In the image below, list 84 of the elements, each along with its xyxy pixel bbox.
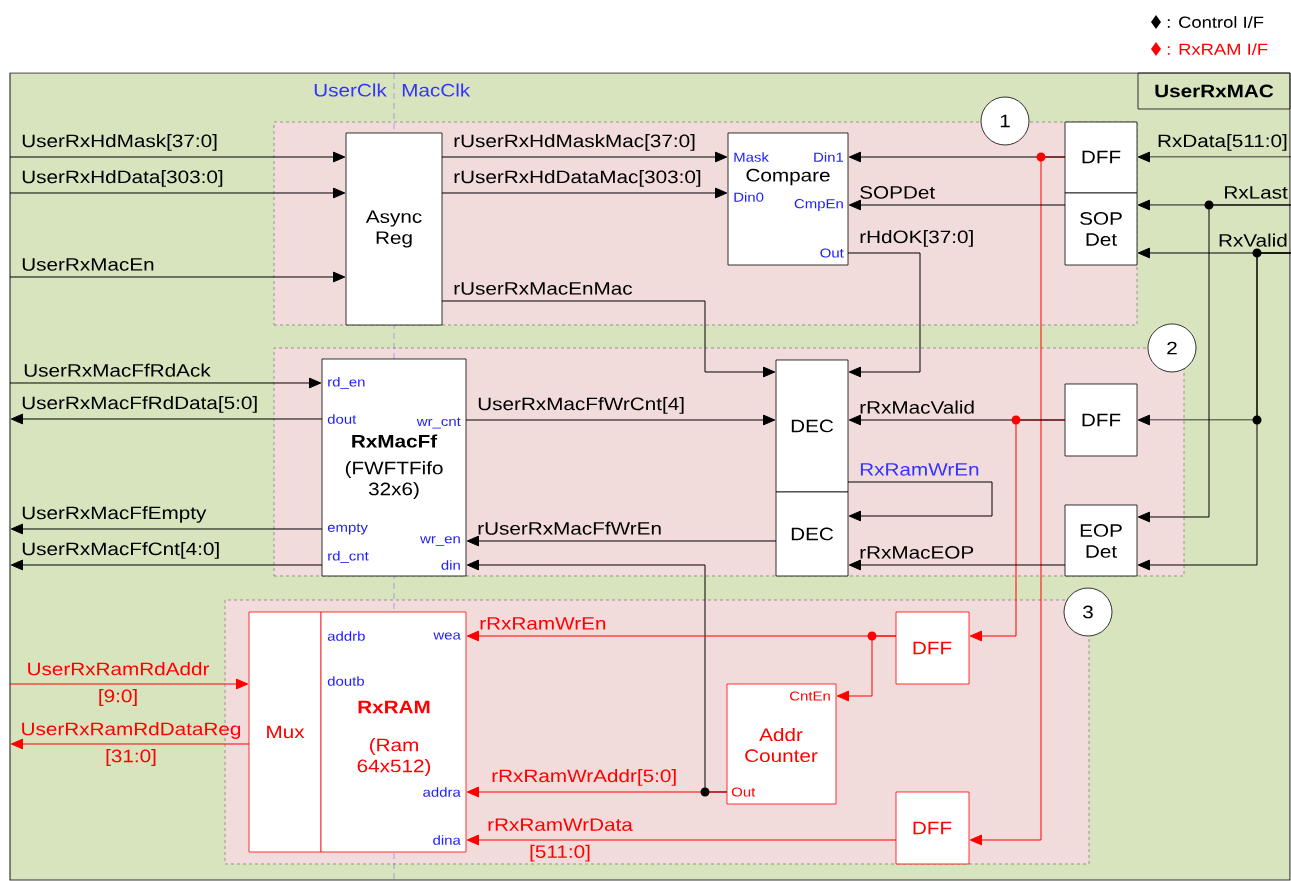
- register-block: DFF: [1064, 383, 1138, 457]
- detector-block: EOP Det: [1064, 504, 1138, 577]
- edge-label: rUserRxHdDataMac[303:0]: [454, 170, 701, 187]
- signal-arrow: [848, 414, 1066, 426]
- pin-label: addra: [423, 787, 461, 797]
- signal-arrow: [466, 535, 777, 547]
- pin-label: Out: [820, 248, 844, 258]
- pin-label: wea: [433, 632, 461, 640]
- pin-label: wr_en: [420, 536, 460, 546]
- edge-label: UserRxRamRdDataReg [31:0]: [22, 722, 241, 766]
- edge-label: rUserRxMacEnMac: [454, 282, 633, 295]
- edge-label: RxRamWrEn: [860, 463, 979, 476]
- edge-label: UserRxHdMask[37:0]: [22, 134, 217, 151]
- signal-arrow: [9, 377, 322, 389]
- edge-label: rRxRamWrData [511:0]: [488, 818, 633, 862]
- signal-arrow: [1137, 204, 1291, 523]
- legend-text: : RxRAM I/F: [1167, 43, 1268, 55]
- decoder-block: DEC: [775, 491, 849, 577]
- edge-label: UserRxMacFfWrCnt[4]: [478, 397, 684, 414]
- edge-label: UserRxMacFfEmpty: [22, 506, 207, 523]
- signal-arrow: [1137, 252, 1291, 571]
- edge-label: rUserRxHdMaskMac[37:0]: [454, 134, 695, 151]
- edge-label: rRxRamWrEn: [480, 617, 606, 630]
- signal-arrow: [847, 481, 993, 522]
- signal-arrow: [848, 151, 1066, 163]
- signal-arrow: [9, 271, 346, 283]
- pin-label: Out: [731, 787, 756, 797]
- pin-label: din: [441, 560, 460, 570]
- pin-label: CntEn: [790, 691, 830, 701]
- register-block: DFF: [1064, 121, 1138, 194]
- signal-arrow: [1137, 151, 1291, 163]
- pin-label: dout: [327, 414, 357, 424]
- mux-block: Mux: [248, 611, 322, 853]
- clock-label: MacClk: [402, 83, 471, 97]
- edge-label: rRxMacEOP: [860, 546, 974, 559]
- edge-label: rHdOK[37:0]: [860, 230, 973, 247]
- edge-label: rRxRamWrAddr[5:0]: [492, 769, 676, 786]
- signal-arrow: [9, 151, 346, 163]
- signal-arrow: [10, 738, 250, 750]
- signal-arrow: [10, 559, 323, 571]
- signal-arrow: [466, 834, 897, 846]
- signal-arrow: [466, 786, 728, 798]
- pin-label: Din1: [814, 152, 844, 162]
- pin-label: addrb: [327, 631, 365, 641]
- pin-label: rd_cnt: [328, 551, 369, 563]
- signal-arrow: [441, 151, 728, 163]
- edge-label: UserRxMacEn: [22, 258, 154, 271]
- register-block: DFF: [895, 611, 970, 685]
- edge-label: rRxMacValid: [860, 400, 974, 414]
- decoder-block: DEC: [775, 359, 849, 493]
- signal-arrow: [441, 187, 728, 199]
- register-block: Async Reg: [345, 132, 443, 326]
- pin-label: doutb: [327, 676, 364, 686]
- pin-label: Mask: [734, 152, 769, 162]
- signal-arrow: [847, 252, 921, 378]
- edge-label: SOPDet: [860, 186, 935, 199]
- edge-label: UserRxHdData[303:0]: [22, 170, 223, 187]
- signal-arrow: [441, 300, 776, 378]
- edge-label: UserRxMacFfRdAck: [24, 363, 211, 377]
- pin-label: wr_cnt: [416, 417, 461, 429]
- signal-arrow: [10, 413, 323, 425]
- edge-label: rUserRxMacFfWrEn: [478, 521, 661, 535]
- signal-arrow: [9, 678, 249, 690]
- pin-label: empty: [327, 523, 368, 535]
- pin-label: dina: [433, 835, 461, 845]
- signal-arrow: [465, 414, 776, 426]
- edge-label: UserRxRamRdAddr [9:0]: [28, 662, 210, 706]
- pin-label: CmpEn: [794, 199, 843, 211]
- signal-arrow: [848, 199, 1066, 211]
- pin-label: Din0: [734, 192, 764, 202]
- edge-label: UserRxMacFfRdData[5:0]: [22, 396, 257, 413]
- signal-arrow: [848, 559, 1066, 571]
- edge-label: RxValid: [1219, 233, 1287, 247]
- pin-label: rd_en: [328, 377, 365, 389]
- clock-label: UserClk: [314, 83, 387, 97]
- signal-arrow: [836, 635, 897, 702]
- edge-label: UserRxMacFfCnt[4:0]: [22, 542, 219, 559]
- edge-label: RxLast: [1225, 186, 1288, 199]
- edge-label: RxData[511:0]: [1158, 134, 1287, 151]
- signal-arrow: [10, 523, 323, 535]
- register-block: DFF: [895, 791, 970, 865]
- signal-arrow: [9, 187, 346, 199]
- legend-text: : Control I/F: [1167, 16, 1264, 28]
- detector-block: SOP Det: [1064, 192, 1138, 266]
